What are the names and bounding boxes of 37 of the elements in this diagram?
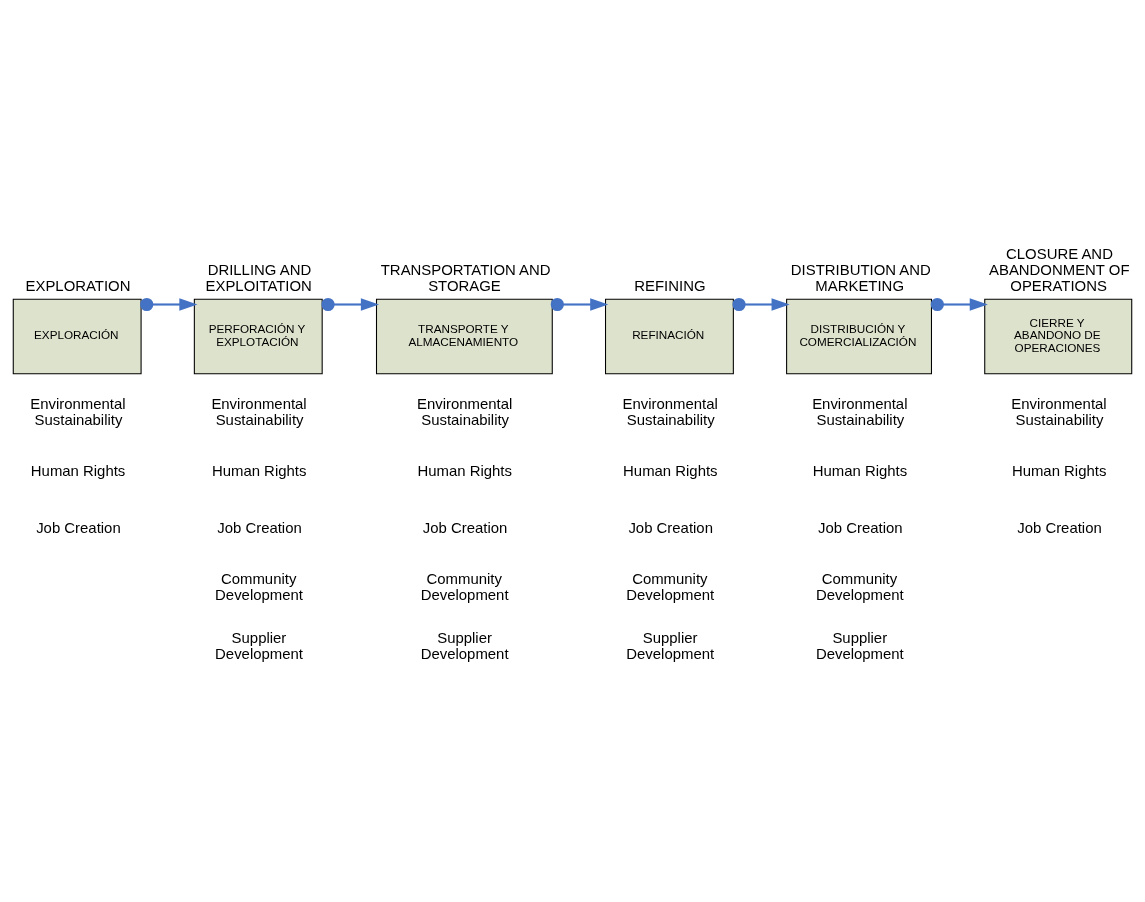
node-label: Human Rights <box>812 462 908 479</box>
node-label: Community Development <box>215 570 303 603</box>
node-label: Supplier Development <box>215 629 303 662</box>
arrow <box>140 297 198 311</box>
arrow <box>732 297 790 311</box>
node-label: EXPLORATION <box>25 277 131 294</box>
node-label: Human Rights <box>211 462 307 479</box>
node-label: Human Rights <box>1011 462 1107 479</box>
node-label: Human Rights <box>417 462 512 479</box>
node-label: TRANSPORTATION AND STORAGE <box>380 261 551 294</box>
node-label: Community Development <box>626 570 715 603</box>
node-label: Community Development <box>420 570 509 603</box>
node-label: Environmental Sustainability <box>622 395 718 428</box>
node-label: Job Creation <box>1017 519 1102 536</box>
node-label: Environmental Sustainability <box>812 395 908 428</box>
node-label: Supplier Development <box>420 629 509 662</box>
node-label: Job Creation <box>36 519 121 536</box>
node-label: Human Rights <box>30 462 126 479</box>
node-label: Job Creation <box>422 519 508 536</box>
node-label: CLOSURE AND ABANDONMENT OF OPERATIONS <box>989 245 1130 294</box>
arrow <box>930 297 988 311</box>
node-label: REFINING <box>634 277 706 294</box>
node-label: Community Development <box>815 570 904 603</box>
node-label: Job Creation <box>217 519 302 536</box>
node-label: Environmental Sustainability <box>416 395 513 428</box>
node-label: DRILLING AND EXPLOITATION <box>205 261 312 294</box>
node-label: Supplier Development <box>815 629 904 662</box>
node-label: Job Creation <box>628 519 713 536</box>
node-label: DISTRIBUTION AND MARKETING <box>790 261 931 294</box>
arrow <box>321 297 379 311</box>
node-label: Environmental Sustainability <box>211 395 307 428</box>
node-label: Human Rights <box>623 462 718 479</box>
node-label: Supplier Development <box>626 629 715 662</box>
node-label: Environmental Sustainability <box>30 395 126 428</box>
node-label: Environmental Sustainability <box>1011 395 1107 428</box>
arrow <box>550 297 609 311</box>
node-label: Job Creation <box>818 519 903 536</box>
